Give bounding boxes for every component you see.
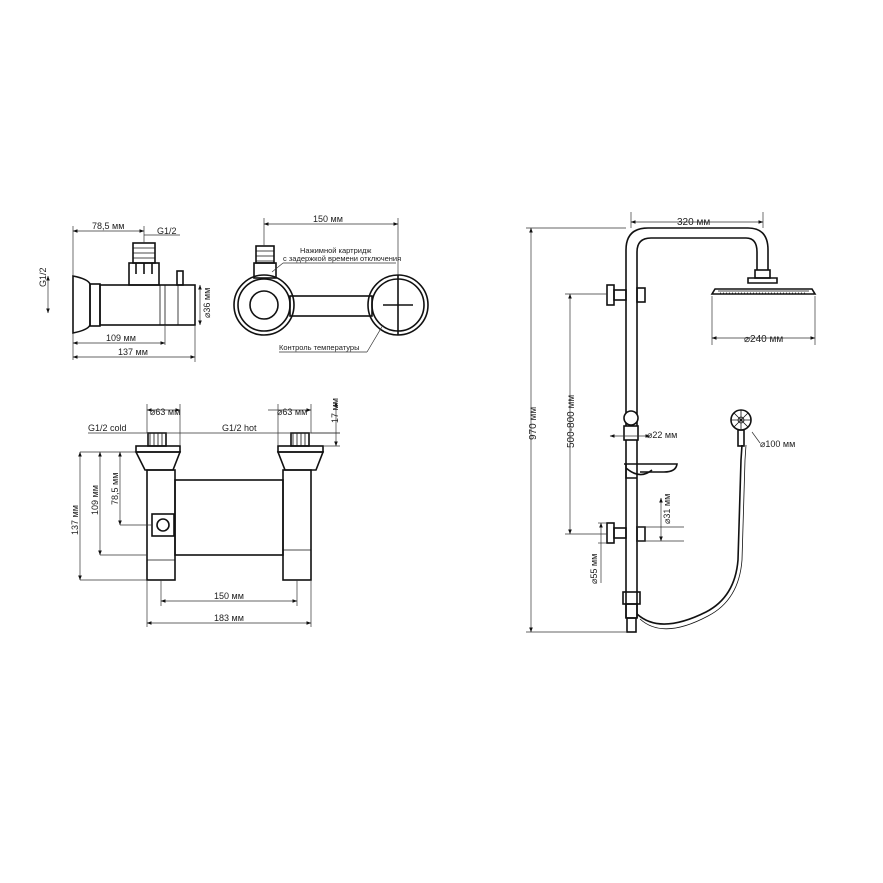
label-temperature: Контроль температуры xyxy=(279,343,360,352)
label-side-diameter: ⌀36 мм xyxy=(202,288,212,318)
label-top-137: 137 мм xyxy=(70,505,80,535)
label-top-17: 17 мм xyxy=(330,398,340,423)
label-top-cold: G1/2 cold xyxy=(88,423,127,433)
label-cartridge-line2: с задержкой времени отключения xyxy=(283,254,401,263)
label-shower-22: ⌀22 мм xyxy=(647,430,677,440)
label-side-137: 137 мм xyxy=(118,347,148,357)
label-side-109: 109 мм xyxy=(106,333,136,343)
label-side-thread-top: G1/2 xyxy=(157,226,177,236)
label-top-785: 78,5 мм xyxy=(110,473,120,505)
shower-system: 320 мм ⌀240 мм 970 мм 500-800 мм ⌀22 мм … xyxy=(526,212,817,633)
label-top-hot: G1/2 hot xyxy=(222,423,257,433)
label-top-d63-right: ⌀63 мм xyxy=(277,407,307,417)
label-shower-31: ⌀31 мм xyxy=(662,494,672,524)
mixer-body xyxy=(99,284,196,326)
label-shower-55: ⌀55 мм xyxy=(589,554,599,584)
label-top-109: 109 мм xyxy=(90,485,100,515)
front-view: 150 мм Нажимной картридж с задержкой вре… xyxy=(233,214,429,353)
label-top-d63-left: ⌀63 мм xyxy=(150,407,180,417)
top-view: ⌀63 мм ⌀63 мм 17 мм G1/2 cold G1/2 hot 1… xyxy=(70,398,340,627)
side-view: 78,5 мм G1/2 G1/2 ⌀36 мм 109 мм 137 мм xyxy=(38,221,212,362)
label-shower-240: ⌀240 мм xyxy=(744,334,783,345)
label-side-width: 78,5 мм xyxy=(92,221,124,231)
label-top-183: 183 мм xyxy=(214,613,244,623)
label-side-thread-left: G1/2 xyxy=(38,267,48,287)
label-shower-500-800: 500-800 мм xyxy=(566,395,577,448)
label-shower-320: 320 мм xyxy=(677,217,710,228)
label-shower-970: 970 мм xyxy=(528,407,539,440)
flange-neck xyxy=(89,283,101,327)
wall-flange xyxy=(72,275,91,334)
label-top-150: 150 мм xyxy=(214,591,244,601)
label-front-width: 150 мм xyxy=(313,214,343,224)
label-cartridge-line1: Нажимной картридж xyxy=(300,246,371,255)
label-shower-100: ⌀100 мм xyxy=(760,439,795,449)
